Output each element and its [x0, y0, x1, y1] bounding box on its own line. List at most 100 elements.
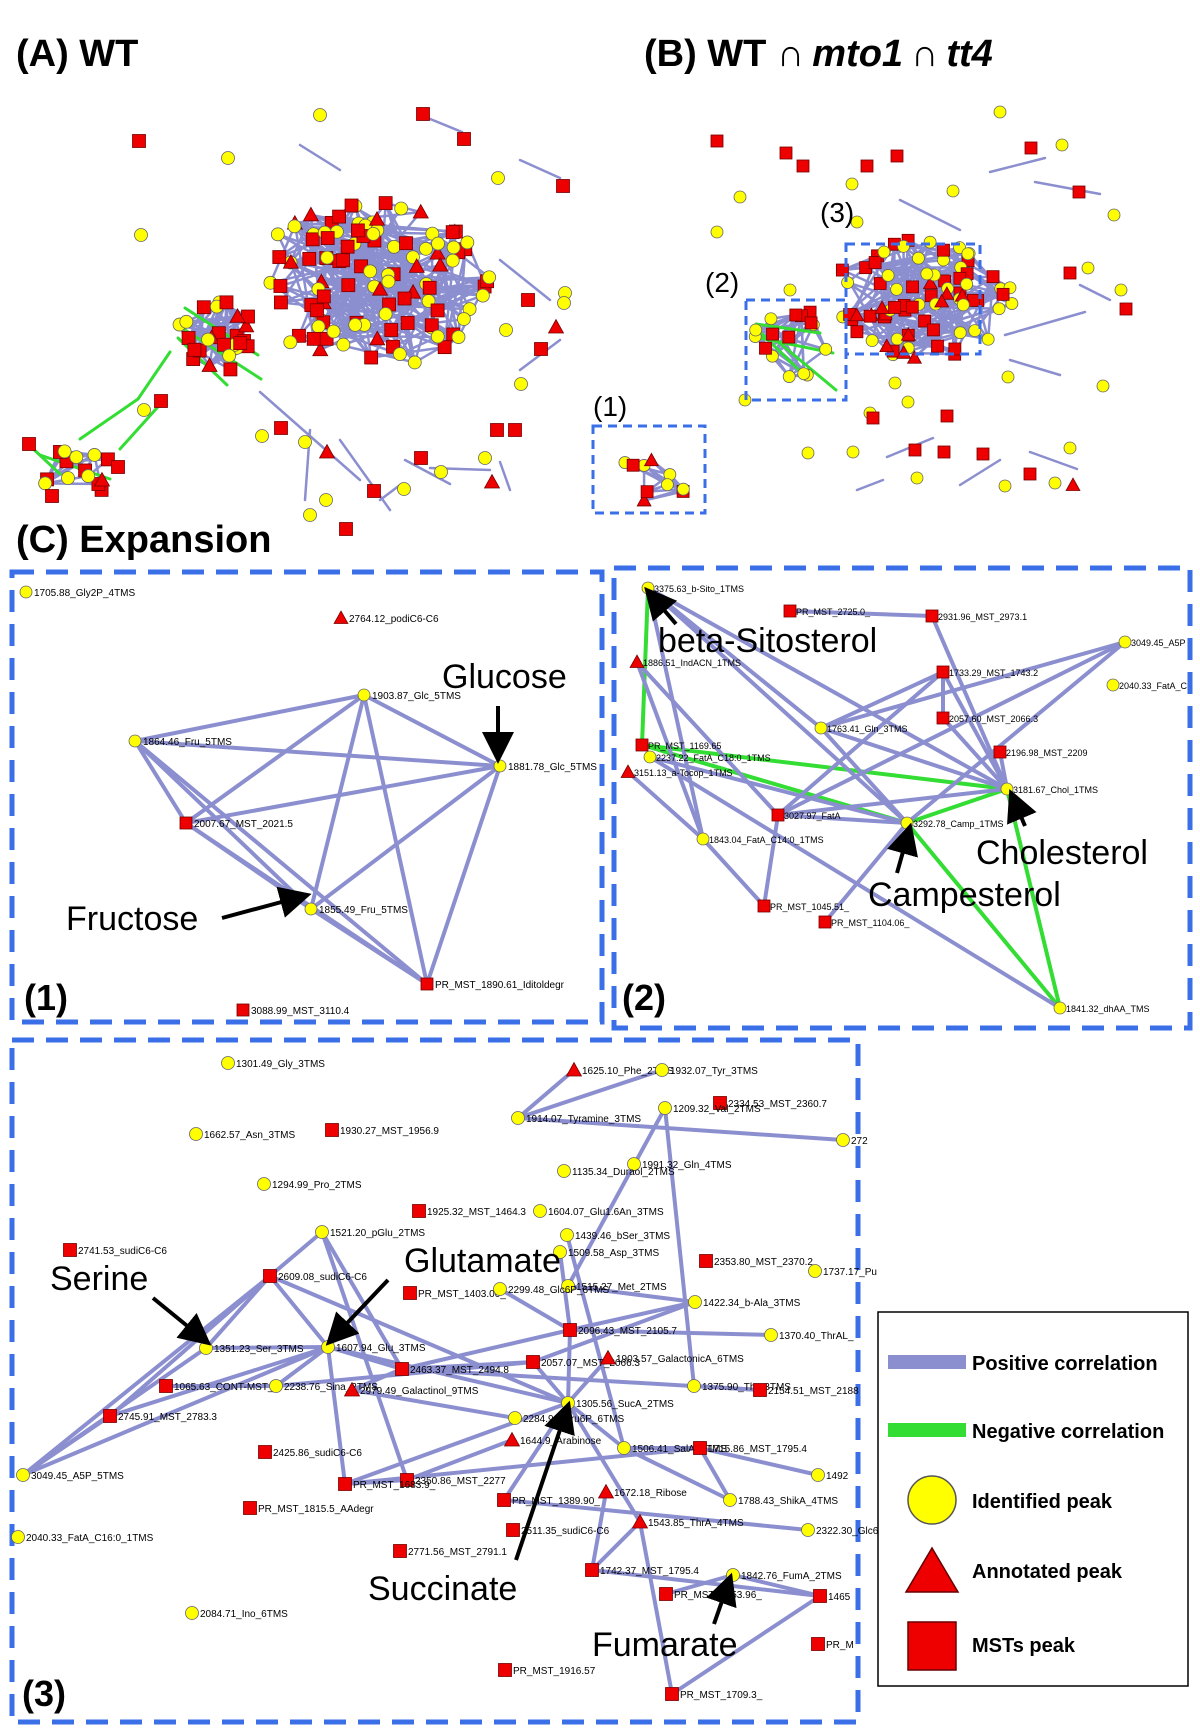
expansion-2-msts-node: [936, 711, 950, 725]
positive-edge: [787, 348, 827, 378]
msts-node: [306, 331, 321, 346]
positive-edge: [568, 1328, 773, 1337]
expansion-3-node-label: 1932.07_Tyr_3TMS: [670, 1066, 758, 1077]
campesterol-label-arrow: [887, 822, 918, 874]
expansion-3-node-label: 1509.58_Asp_3TMS: [568, 1248, 660, 1259]
identified-node: [993, 105, 1007, 119]
identified-node: [910, 471, 924, 485]
identified-node: [1096, 379, 1110, 393]
positive-edge: [819, 726, 1009, 791]
negative-edge: [905, 787, 1009, 825]
expansion-3-identified-node: [836, 1133, 850, 1147]
positive-edge: [376, 287, 382, 341]
cholesterol-label-arrow: [1007, 788, 1037, 827]
msts-node: [445, 225, 460, 240]
msts-node: [350, 223, 365, 238]
positive-edge: [638, 1520, 674, 1696]
identified-node: [1055, 138, 1069, 152]
positive-edge: [371, 232, 428, 286]
expansion-2-node-label: 3181.67_Chol_1TMS: [1013, 785, 1098, 795]
msts-node: [1024, 141, 1038, 155]
msts-node: [414, 451, 428, 465]
expansion-3-annotated-node: [343, 1381, 361, 1397]
expansion-3-identified-node: [16, 1468, 30, 1482]
positive-edge: [1028, 450, 1079, 471]
identified-node: [478, 451, 492, 465]
annotated-node: [849, 307, 865, 322]
expansion-3-msts-node: [498, 1663, 512, 1677]
fumarate-label: Fumarate: [592, 1626, 738, 1664]
identified-node: [912, 251, 925, 265]
expansion-3-identified-node: [723, 1493, 737, 1507]
positive-edge: [1033, 180, 1102, 196]
expansion-3-node-label: PR_MST_1709.3_: [680, 1690, 763, 1701]
expansion-3-msts-node: [393, 1544, 407, 1558]
expansion-3-identified-node: [269, 1379, 283, 1393]
expansion-1-identified-node: [128, 734, 142, 748]
expansion-2-node-label: 2040.33_FatA_C: [1119, 681, 1188, 691]
expansion-3-msts-node: [585, 1563, 599, 1577]
msts-node: [310, 303, 324, 318]
expansion-3-node-label: 2096.43_MST_2105.7: [578, 1326, 677, 1337]
identified-node: [434, 465, 448, 479]
expansion-3-node-label: 1607.94_Glu_3TMS: [336, 1343, 426, 1354]
legend-msts-label: MSTs peak: [972, 1635, 1076, 1657]
expansion-3-node-label: 1506.41_SalA_2TMS: [632, 1444, 727, 1455]
msts-node: [868, 256, 882, 269]
expansion-3-identified-node: [658, 1101, 672, 1115]
expansion-3-node-label: 1672.18_Ribose: [614, 1488, 687, 1499]
expansion-3-node-label: 1788.43_ShikA_4TMS: [738, 1496, 838, 1507]
annotated-node: [412, 203, 429, 219]
expansion-2-msts-node: [936, 665, 950, 679]
positive-edge: [184, 764, 502, 825]
identified-node: [749, 323, 763, 337]
region-1-box: [591, 424, 707, 515]
identified-node: [222, 348, 237, 363]
expansion-3-msts-node: [395, 1362, 409, 1376]
msts-node: [1119, 302, 1133, 316]
expansion-3-node-label: 2741.53_sudiC6-C6: [78, 1246, 167, 1257]
msts-node: [534, 342, 548, 356]
identified-node: [38, 476, 53, 491]
positive-edge: [776, 787, 1009, 817]
msts-node: [457, 132, 471, 146]
msts-node: [908, 443, 922, 457]
expansion-2-identified-node: [641, 581, 655, 595]
legend-positive-label: Positive correlation: [972, 1353, 1158, 1375]
msts-node: [274, 295, 288, 310]
expansion-3-node-label: 272: [851, 1136, 868, 1147]
expansion-3-node-label: 1991.32_Gln_4TMS: [642, 1160, 732, 1171]
beta-sitosterol-label: beta-Sitosterol: [658, 622, 877, 660]
identified-node: [491, 171, 505, 185]
annotated-node: [318, 443, 336, 459]
expansion-2-node-label: 3151.13_a-Tocop_1TMS: [634, 768, 733, 778]
positive-edge: [343, 1401, 570, 1486]
identified-node: [992, 302, 1006, 316]
positive-edge: [400, 1328, 572, 1371]
positive-edge: [498, 258, 552, 302]
msts-node: [890, 149, 904, 163]
negative-edge: [640, 743, 1009, 791]
expansion-3-node-label: 2322.30_Glc6P: [816, 1526, 885, 1537]
expansion-1-msts-node: [420, 977, 434, 991]
expansion-1-network: 1705.88_Gly2P_4TMS2764.12_podiC6-C61903.…: [19, 585, 597, 1017]
msts-node: [640, 485, 654, 499]
identified-node: [397, 482, 411, 496]
identified-node: [394, 201, 409, 216]
expansion-1-tag: (1): [24, 977, 68, 1018]
expansion-1-node-label: 1705.88_Gly2P_4TMS: [34, 588, 136, 599]
identified-node: [348, 318, 363, 332]
identified-node: [499, 323, 513, 337]
positive-edge: [498, 1287, 572, 1332]
legend-annotated-label: Annotated peak: [972, 1561, 1123, 1583]
positive-edge: [309, 693, 366, 911]
identified-node: [1048, 476, 1062, 490]
glutamate-label: Glutamate: [404, 1242, 561, 1280]
expansion-3-identified-node: [185, 1606, 199, 1620]
positive-edge: [762, 813, 780, 908]
identified-node: [890, 332, 904, 346]
expansion-1-frame: [9, 569, 605, 1025]
expansion-1-identified-node: [19, 585, 33, 599]
expansion-2-msts-node: [635, 738, 649, 752]
